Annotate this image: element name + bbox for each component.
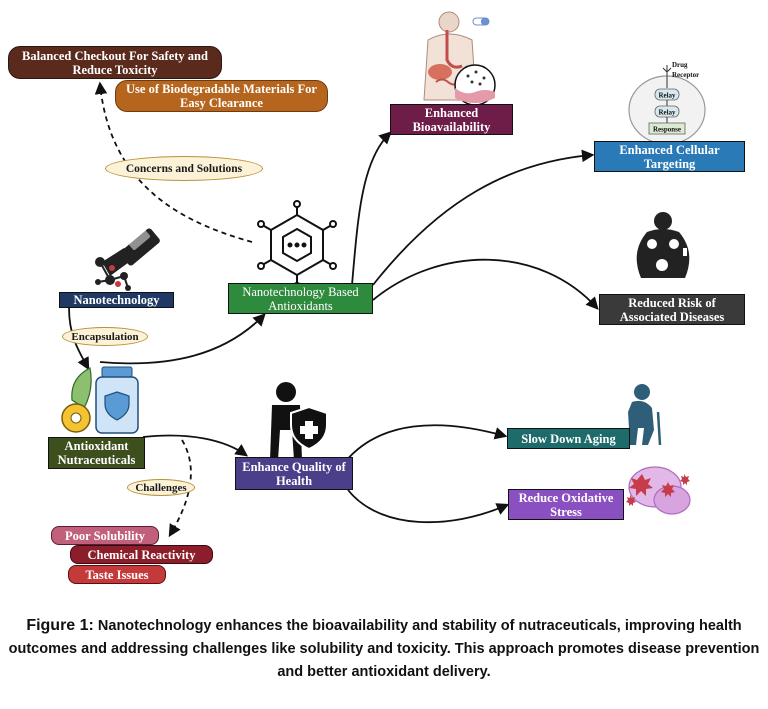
enhanced-cellular-targeting-box: Enhanced Cellular Targeting — [594, 141, 745, 172]
nanoparticle-icon — [257, 200, 337, 290]
balanced-checkout-box: Balanced Checkout For Safety and Reduce … — [8, 46, 222, 79]
figure-caption: Figure 1: Nanotechnology enhances the bi… — [0, 614, 768, 684]
arrow-to-reduce-stress — [347, 489, 510, 524]
biodegradable-box: Use of Biodegradable Materials For Easy … — [115, 80, 328, 112]
receptor-label: Receptor — [672, 71, 699, 79]
slow-aging-box: Slow Down Aging — [507, 428, 630, 449]
caption-lead: Figure 1: — [26, 617, 94, 634]
antioxidant-nutraceuticals-box: Antioxidant Nutraceuticals — [48, 437, 145, 469]
taste-issues-box: Taste Issues — [68, 565, 166, 584]
nano-antioxidants-box: Nanotechnology Based Antioxidants — [228, 283, 373, 314]
nanotech-arm-icon — [95, 228, 160, 291]
health-shield-icon — [270, 382, 328, 460]
arrow-nutraceuticals-to-quality — [142, 434, 249, 457]
concerns-label: Concerns and Solutions — [105, 156, 263, 181]
arrow-to-cellular-targeting — [372, 149, 595, 286]
drug-label: Drug — [672, 61, 688, 69]
chemical-reactivity-box: Chemical Reactivity — [70, 545, 213, 564]
enhanced-bioavailability-box: Enhanced Bioavailability — [390, 104, 513, 135]
body-health-icon — [636, 212, 690, 278]
caption-text: Nanotechnology enhances the bioavailabil… — [8, 618, 760, 680]
relay-label-2: Relay — [658, 109, 676, 117]
poor-solubility-box: Poor Solubility — [51, 526, 159, 545]
arrow-to-bioavailability — [351, 131, 392, 286]
response-label: Response — [653, 126, 681, 134]
reduced-risk-box: Reduced Risk of Associated Diseases — [599, 294, 745, 325]
arrow-antioxidants-to-concerns — [94, 81, 253, 243]
elderly-person-icon — [628, 384, 662, 446]
oxidative-cells-icon — [626, 466, 691, 515]
challenges-label: Challenges — [127, 479, 195, 496]
digestive-system-icon — [423, 11, 496, 106]
arrow-to-reduced-risk — [372, 258, 599, 310]
relay-label-1: Relay — [658, 92, 676, 100]
cell-signaling-icon: Drug Receptor Relay Relay Response — [628, 61, 706, 145]
encapsulation-label: Encapsulation — [62, 327, 148, 346]
enhance-quality-box: Enhance Quality of Health — [235, 457, 353, 490]
reduce-stress-box: Reduce Oxidative Stress — [508, 489, 624, 520]
arrow-encapsulation-to-antioxidants — [99, 313, 266, 365]
supplement-bottle-icon — [61, 366, 139, 434]
nanotechnology-box: Nanotechnology — [59, 292, 174, 308]
arrow-to-slow-aging — [344, 424, 508, 463]
